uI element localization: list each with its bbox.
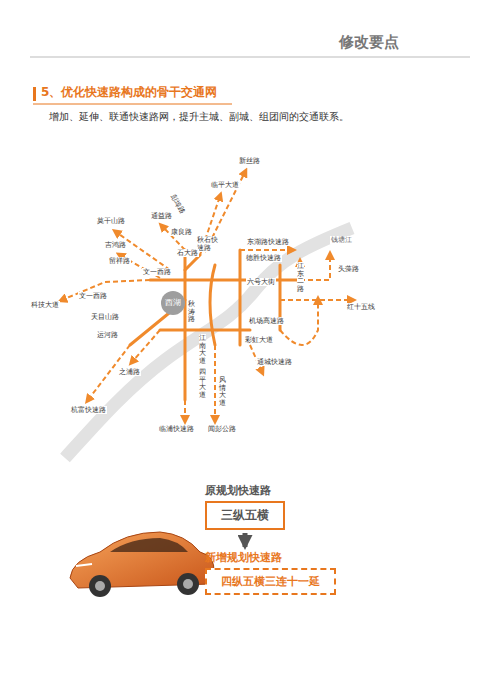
road-label: 德胜快速路	[245, 254, 282, 262]
plan-heading: 原规划快速路	[205, 483, 285, 498]
road-label: 临平大道	[210, 181, 240, 189]
road-label: 文一西路	[78, 292, 108, 300]
page-header: 修改要点	[338, 34, 400, 51]
road-label: 科技大道	[30, 301, 60, 309]
road-label: 莫干山路	[96, 217, 126, 225]
road-label: 临浦快速路	[158, 425, 195, 433]
flow-arrow	[243, 533, 248, 547]
road-label: 康良路	[170, 228, 193, 236]
lake-name: 西湖	[165, 291, 181, 315]
road-label: 运河路	[96, 331, 119, 339]
road-label: 头藻路	[337, 265, 360, 273]
road-label: 红十五线	[346, 303, 376, 311]
car-illustration	[70, 532, 214, 597]
river-band	[65, 228, 352, 458]
title-rule	[33, 104, 232, 105]
road-label: 彩虹大道	[244, 336, 274, 344]
road-label: 文一西路	[142, 268, 172, 276]
road-label: 六号大街	[246, 278, 276, 286]
road-label: 东湖路快速路	[246, 238, 290, 246]
plan-box: 新增规划快速路四纵五横三连十一延	[205, 550, 336, 595]
plan-heading: 新增规划快速路	[205, 550, 336, 565]
header-rule	[30, 57, 470, 58]
road-label: 钱塘江	[330, 236, 353, 244]
road-label: 留祥路	[108, 257, 131, 265]
plan-value: 四纵五横三连十一延	[205, 568, 336, 595]
road-label: 新丝路	[238, 157, 261, 165]
title-bar	[33, 87, 36, 101]
road-label: 四平大道	[199, 368, 206, 401]
road-label: 通益路	[150, 212, 173, 220]
lake-circle: 西湖	[161, 291, 185, 315]
road-label: 江东二路	[297, 262, 304, 295]
road-label: 秋涛路	[188, 300, 195, 325]
road-label: 通城快速路	[256, 358, 293, 366]
expressway-dashed	[62, 172, 352, 420]
road-label: 杭富快速路	[70, 406, 107, 414]
road-label: 机场高速路	[248, 317, 285, 325]
road-label: 风情大道	[219, 376, 226, 409]
plan-box: 原规划快速路三纵五横	[205, 483, 285, 530]
road-label: 吉鸿路	[104, 241, 127, 249]
road-label: 之浦路	[118, 368, 141, 376]
road-label: 江南大道	[199, 334, 206, 367]
road-label: 闻彭公路	[207, 425, 237, 433]
road-label: 石大路	[176, 249, 199, 257]
plan-value: 三纵五横	[205, 501, 285, 530]
section-title: 5、优化快速路构成的骨干交通网	[40, 86, 218, 100]
road-label: 天目山路	[90, 313, 120, 321]
road-label: 秋石快速路	[196, 236, 220, 252]
body-text: 增加、延伸、联通快速路网，提升主城、副城、组团间的交通联系。	[48, 112, 350, 123]
